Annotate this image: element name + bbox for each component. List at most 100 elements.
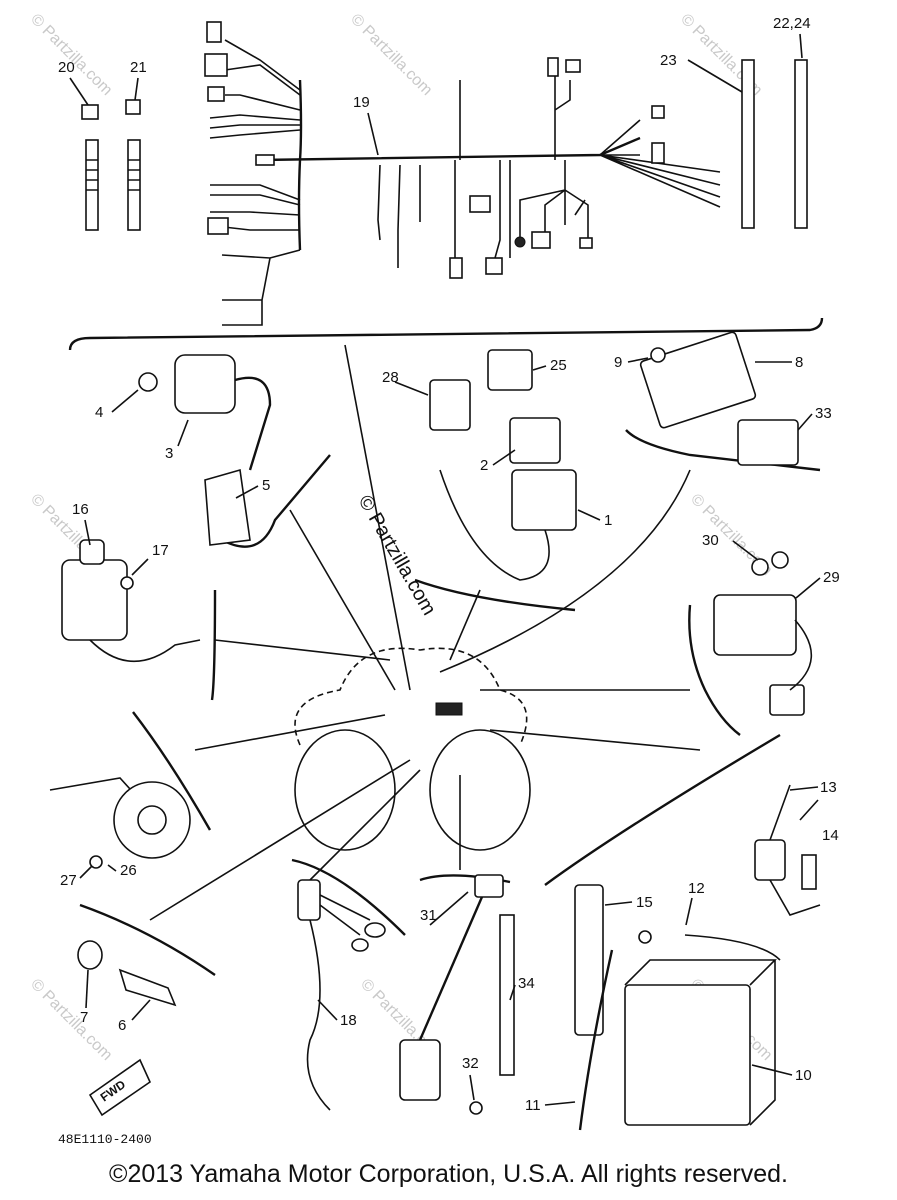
connector [207,217,229,235]
label-part: 23 [660,52,677,69]
unit-1 [511,469,577,531]
connector [204,53,228,77]
label-part: 29 [823,569,840,586]
relay-33 [737,419,799,466]
connector [514,236,526,248]
label-part: 18 [340,1012,357,1029]
watermark: © Partzilla.com [27,976,115,1064]
plug-cap-5 [204,468,251,546]
connector [651,142,665,164]
watermark: © Partzilla.com [347,11,435,99]
starter-relay-29 [713,594,797,656]
band-15 [574,884,604,1036]
main-switch-16 [61,559,128,641]
nut-30 [751,558,769,576]
label-part: 2 [480,457,488,474]
strap-34 [499,914,515,1076]
label-part: 1 [604,512,612,529]
motorcycle-outline [294,647,531,851]
label-part: 10 [795,1067,812,1084]
bolt-9 [650,347,666,363]
label-part: 25 [550,357,567,374]
connector [255,154,275,166]
battery-group [574,784,821,1131]
connector [485,257,503,275]
group-brackets [68,317,824,976]
leader-lines [69,33,821,1106]
connector [449,257,463,279]
fuse-cap-20 [81,104,99,120]
ignition-coil-3 [174,354,236,414]
watermark-center: © Partzilla.com [354,492,440,620]
key [79,539,105,565]
regulator-8 [639,331,757,429]
lead-18-group [297,879,386,1111]
label-part: 4 [95,404,103,421]
label-part: 17 [152,542,169,559]
connector [547,57,559,77]
label-part: 13 [820,779,837,796]
label-part: 7 [80,1009,88,1026]
label-part: 19 [353,94,370,111]
label-part: 28 [382,369,399,386]
switch-6 [118,968,177,1007]
wire-harness [204,21,721,326]
part-labels: 1 2 3 4 5 6 7 8 9 10 11 12 13 14 15 16 1… [58,15,840,1114]
label-part: 22,24 [773,15,811,32]
label-part: 5 [262,477,270,494]
label-part: 6 [118,1017,126,1034]
fuse-holder-20 [85,139,99,231]
main-switch-group [61,539,201,663]
sensor-31 [399,1039,441,1101]
switch-18 [297,879,321,921]
screw-17 [120,576,134,590]
label-part: 31 [420,907,437,924]
label-part: 15 [636,894,653,911]
relay-28 [429,379,471,431]
label-part: 27 [60,872,77,889]
connector [207,86,225,102]
gasket-7 [77,940,103,970]
label-part: 3 [165,445,173,462]
connector [206,21,222,43]
fuse-cap-21 [125,99,141,115]
bolt-4 [138,372,158,392]
parts-diagram: © Partzilla.com © Partzilla.com © Partzi… [27,11,840,1147]
drawing-code: 48E1110-2400 [58,1132,152,1147]
strap-22-24 [794,59,808,229]
connector [579,237,593,249]
label-part: 32 [462,1055,479,1072]
connector [769,684,805,716]
battery-10 [624,984,751,1126]
lead-31-group [399,874,515,1115]
label-part: 30 [702,532,719,549]
starter-relay-group [713,551,813,716]
fuse-14 [801,854,817,890]
label-part: 8 [795,354,803,371]
connector [565,59,581,73]
neutral-switch-group [77,940,177,1007]
label-part: 26 [120,862,137,879]
fuse-holder-21 [127,139,141,231]
ignition-coil-group [138,354,272,546]
label-part: 12 [688,880,705,897]
relays [429,331,799,581]
watermark: © Partzilla.com [27,11,115,99]
callout-lines [149,344,701,921]
strap-23 [741,59,755,229]
label-part: 21 [130,59,147,76]
fuse-block-mark [435,702,463,716]
bolt-27 [89,855,103,869]
fuse-13 [754,839,786,881]
bolt-32 [469,1101,483,1115]
label-part: 11 [525,1097,541,1114]
label-part: 20 [58,59,75,76]
label-part: 9 [614,354,622,371]
label-part: 14 [822,827,839,844]
horn-group [49,777,191,869]
relay-25 [487,349,533,391]
connector [651,105,665,119]
connector [469,195,491,213]
top-parts [81,59,808,231]
nut-30 [771,551,789,569]
